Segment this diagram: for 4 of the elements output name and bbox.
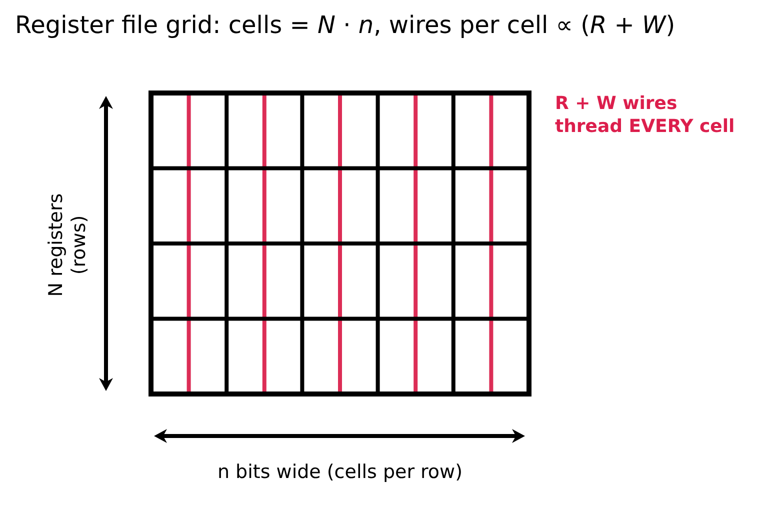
diagram-title: Register file grid: cells = N · n, wires per cell ∝ (R + W) xyxy=(15,11,676,39)
axis-label: N registers (rows) xyxy=(45,192,91,299)
axis-label: n bits wide (cells per row) xyxy=(217,461,463,483)
annotation-text: R + W wires thread EVERY cell xyxy=(555,92,736,138)
